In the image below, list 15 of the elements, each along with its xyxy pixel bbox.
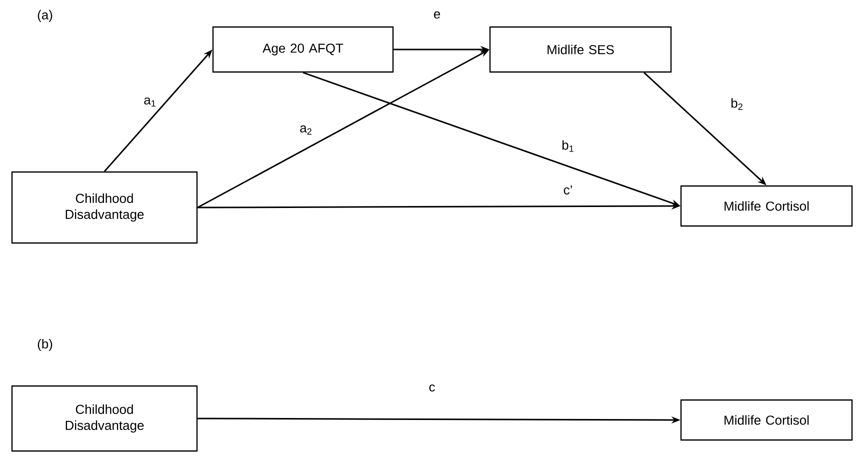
process-box: Midlife Cortisol: [680, 399, 853, 441]
edge-label: c’: [564, 185, 572, 195]
edge-label: c: [429, 384, 435, 392]
process-box: Age 20 AFQT: [212, 26, 394, 73]
process-box: Midlife Cortisol: [680, 185, 853, 227]
process-box: Midlife SES: [489, 26, 672, 73]
edge-label: b$_{2}$: [731, 98, 742, 110]
edge-label: a$_{2}$: [300, 125, 312, 135]
panel-label: (b): [38, 338, 52, 352]
process-box: Childhood Disadvantage: [11, 171, 198, 244]
edge-label: b$_{1}$: [562, 140, 574, 152]
panel-label: (a): [38, 10, 52, 22]
edge-label: a$_{1}$: [144, 97, 156, 107]
process-box: Childhood Disadvantage: [11, 385, 198, 452]
edge-label: e: [434, 11, 440, 19]
